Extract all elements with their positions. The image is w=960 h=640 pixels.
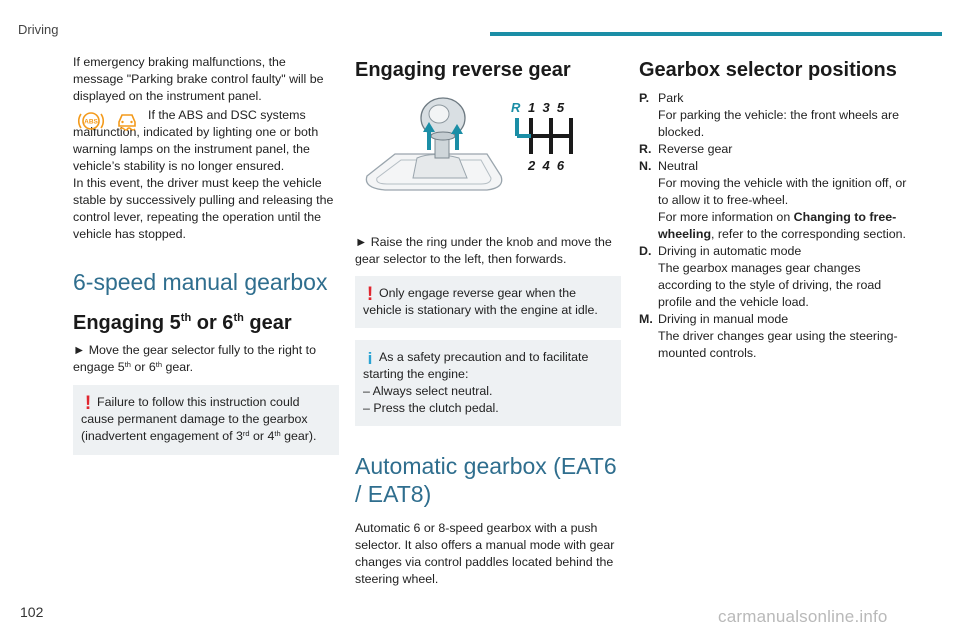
info-item-neutral: – Always select neutral.	[363, 384, 493, 398]
link-changing-to-free-wheeling: Changing to free-wheeling	[658, 210, 897, 241]
list-item: P. Park For parking the vehicle: the fro…	[639, 91, 900, 139]
paragraph-abs-dsc: If the ABS and DSC systems malfunction, …	[73, 108, 319, 173]
reverse-gear-illustration: R 1 3 5 2 4 6	[355, 96, 621, 196]
warning-icons: ABS	[77, 109, 141, 133]
paragraph-automatic-gearbox: Automatic 6 or 8-speed gearbox with a pu…	[355, 521, 615, 586]
column-right: Gearbox selector positions P. Park For p…	[639, 58, 914, 362]
page-number: 102	[20, 604, 44, 620]
warning-exclamation-icon: !	[366, 284, 374, 305]
column-left: If emergency braking malfunctions, the m…	[73, 55, 339, 455]
info-icon: i	[367, 349, 373, 368]
warning-note-gearbox-damage: ! Failure to follow this instruction cou…	[73, 385, 339, 455]
list-item: D. Driving in automatic mode The gearbox…	[639, 244, 882, 309]
info-item-clutch: – Press the clutch pedal.	[363, 401, 499, 415]
subtitle-engaging-5th-6th: Engaging 5th or 6th gear	[73, 312, 292, 334]
paragraph-emergency-braking: If emergency braking malfunctions, the m…	[73, 55, 324, 103]
section-title-manual-gearbox: 6-speed manual gearbox	[73, 269, 328, 295]
column-middle: Engaging reverse gear	[355, 58, 621, 588]
instruction-engage-5th-6th: ► Move the gear selector fully to the ri…	[73, 343, 316, 374]
abs-warning-icon: ABS	[77, 112, 105, 130]
svg-text:ABS: ABS	[84, 119, 98, 126]
reverse-label: R	[511, 100, 521, 115]
shift-pattern	[515, 118, 573, 154]
warning-note-reverse-stationary: ! Only engage reverse gear when the vehi…	[355, 276, 621, 328]
header-section-title: Driving	[18, 22, 59, 37]
warning-exclamation-icon: !	[84, 393, 92, 414]
header-accent-bar	[490, 32, 942, 36]
list-item: N. Neutral For moving the vehicle with t…	[639, 159, 907, 241]
gear-knob-diagram: R 1 3 5 2 4 6	[365, 97, 573, 191]
selector-positions-list: P. Park For parking the vehicle: the fro…	[639, 90, 914, 362]
dsc-warning-icon	[118, 114, 136, 131]
gear-labels-bottom: 2 4 6	[527, 158, 565, 173]
section-title-automatic-gearbox: Automatic gearbox (EAT6 / EAT8)	[355, 453, 617, 507]
list-item: M. Driving in manual mode The driver cha…	[639, 312, 898, 360]
watermark: carmanualsonline.info	[718, 607, 888, 626]
instruction-reverse-gear: ► Raise the ring under the knob and move…	[355, 235, 612, 266]
info-note-safety: i As a safety precaution and to facilita…	[355, 340, 621, 426]
list-item: R. Reverse gear	[639, 142, 733, 156]
gear-labels-top: 1 3 5	[528, 100, 565, 115]
paragraph-stabilize: In this event, the driver must keep the …	[73, 176, 334, 241]
title-engaging-reverse-gear: Engaging reverse gear	[355, 59, 571, 81]
abs-dsc-paragraph: ABS If the ABS and DSC systems malfuncti…	[73, 107, 339, 175]
title-gearbox-selector-positions: Gearbox selector positions	[639, 59, 897, 81]
